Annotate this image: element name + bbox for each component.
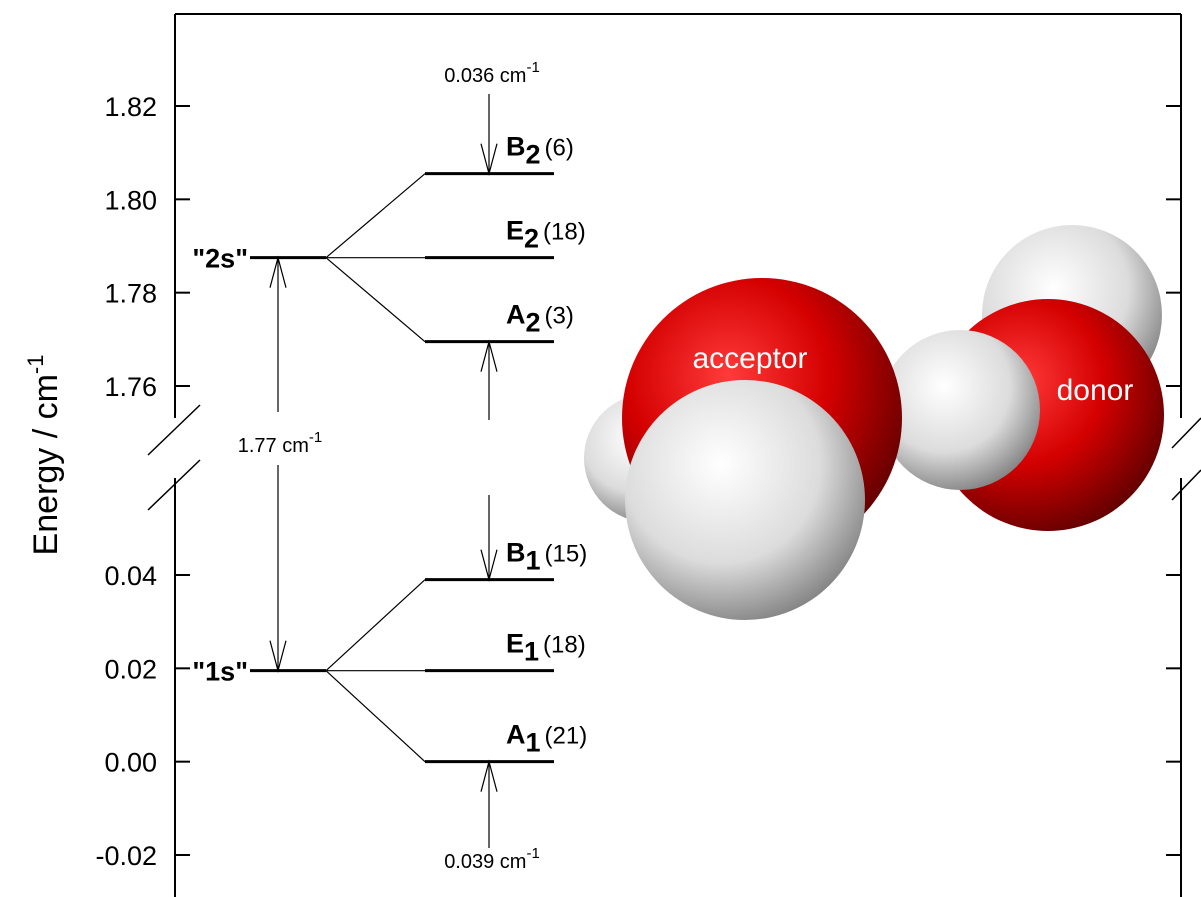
y-tick-label: 1.80 [104, 185, 157, 215]
y-tick-label: 0.04 [104, 561, 157, 591]
acceptor-hydrogen-front [625, 380, 865, 620]
arrow-head [480, 143, 498, 176]
splitting-connectors [325, 173, 426, 763]
arrow-head [480, 549, 498, 582]
axis-break-right-lower [1171, 469, 1201, 501]
annotation-arrows [269, 94, 498, 848]
y-ticks: 1.82 1.80 1.78 1.76 0.04 0.02 0.00 -0.02 [95, 92, 1181, 871]
y-tick-label: 0.00 [104, 748, 157, 778]
sublevel-label: A1(21) [506, 720, 587, 758]
y-tick-label: 0.02 [104, 654, 157, 684]
water-dimer-molecule: acceptor donor [584, 225, 1164, 620]
bottom-splitting-annotation: 0.039 cm-1 [444, 845, 540, 873]
sublevel-label: B2(6) [506, 132, 574, 170]
y-tick-label: 1.82 [104, 92, 157, 122]
arrow-head [269, 255, 287, 288]
plot-frame [174, 13, 1182, 897]
y-tick-label: -0.02 [95, 841, 157, 871]
top-splitting-annotation: 0.036 cm-1 [444, 59, 540, 87]
splitting-connector [325, 173, 426, 259]
bridging-hydrogen [880, 330, 1040, 490]
sublevel-label: B1(15) [506, 538, 587, 576]
arrow-head [480, 339, 498, 372]
acceptor-label: acceptor [692, 342, 807, 375]
axis-break-right-upper [1171, 417, 1201, 449]
sublevels: B2(6) E2(18) A2(3) B1(15) E1(18) A1(21) [425, 132, 587, 764]
splitting-connector [325, 579, 426, 672]
splitting-connector [325, 670, 426, 763]
axis-break-left-lower [147, 459, 201, 511]
axis-break-marks [147, 404, 1201, 511]
arrow-head [269, 640, 287, 673]
sublevel-label: E1(18) [506, 629, 586, 667]
y-axis-label: Energy / cm-1 [23, 355, 65, 556]
splitting-connector [325, 257, 426, 343]
arrow-head [480, 759, 498, 792]
axis-break-left-upper [147, 404, 201, 456]
parent-level-label: "1s" [192, 657, 248, 687]
sublevel-label: A2(3) [506, 300, 574, 338]
parent-levels: "2s" "1s" [192, 244, 326, 687]
donor-label: donor [1057, 374, 1134, 407]
sublevel-label: E2(18) [506, 216, 586, 254]
gap-annotation: 1.77 cm-1 [238, 429, 323, 457]
y-tick-label: 1.78 [104, 279, 157, 309]
parent-level-label: "2s" [192, 244, 248, 274]
y-tick-label: 1.76 [104, 372, 157, 402]
